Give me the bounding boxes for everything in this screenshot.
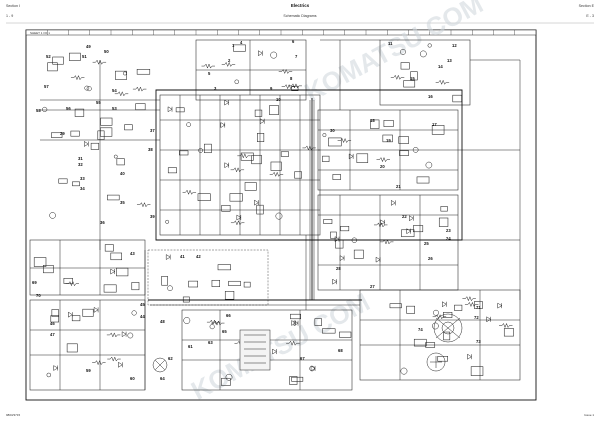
callout-number: 8 <box>290 76 293 81</box>
callout-number: 64 <box>160 376 165 381</box>
callout-number: 20 <box>380 164 385 169</box>
footer-right: Issue 1 <box>584 413 594 417</box>
callout-number: 6 <box>292 39 295 44</box>
callout-number: 3 <box>214 86 217 91</box>
callout-number: 70 <box>36 293 41 298</box>
callout-number: 40 <box>120 171 125 176</box>
callout-number: 36 <box>100 220 105 225</box>
callout-number: 33 <box>80 176 85 181</box>
callout-number: 43 <box>130 251 135 256</box>
callout-number: 30 <box>330 128 335 133</box>
callout-number: 7 <box>295 54 298 59</box>
callout-number: 22 <box>402 214 407 219</box>
callout-number: 31 <box>78 156 83 161</box>
callout-number: 65 <box>222 329 227 334</box>
callout-number: 1 <box>232 43 235 48</box>
drawing-frame: SHEET 1 OF 1 <box>25 29 537 401</box>
component-symbols <box>33 43 514 386</box>
callout-number: 51 <box>82 54 87 59</box>
callout-number: 34 <box>80 186 85 191</box>
callout-number: 39 <box>150 214 155 219</box>
callout-number: 21 <box>396 184 401 189</box>
callout-number: 58 <box>36 108 41 113</box>
callout-number: 47 <box>50 332 55 337</box>
callout-number: 66 <box>226 313 231 318</box>
callout-number: 35 <box>120 200 125 205</box>
callout-number: 56 <box>66 106 71 111</box>
callout-number: 62 <box>168 356 173 361</box>
callout-number: 24 <box>446 236 451 241</box>
bulb-symbol <box>152 357 168 373</box>
callout-number: 73 <box>476 339 481 344</box>
callout-number: 44 <box>140 314 145 319</box>
callout-number: 5 <box>208 71 211 76</box>
callout-number: 18 <box>370 118 375 123</box>
callout-number: 68 <box>338 348 343 353</box>
callout-number: 23 <box>446 228 451 233</box>
callout-number: 28 <box>336 266 341 271</box>
callout-number: 74 <box>418 327 423 332</box>
callout-number: 14 <box>438 64 443 69</box>
callout-number: 13 <box>447 58 452 63</box>
callout-number: 19 <box>386 138 391 143</box>
callout-number: 9 <box>270 86 273 91</box>
pump-symbol <box>433 313 463 343</box>
header-left-bottom: 1 - 9 <box>6 14 14 18</box>
callout-number: 29 <box>60 131 65 136</box>
callout-number: 11 <box>388 41 393 46</box>
callout-number: 4 <box>240 40 243 45</box>
callout-number: 38 <box>148 147 153 152</box>
footer-left: 9803/3715 <box>6 413 21 417</box>
callout-number: 26 <box>428 256 433 261</box>
callout-number: 57 <box>44 84 49 89</box>
callout-number: 67 <box>300 356 305 361</box>
callout-number: 49 <box>86 44 91 49</box>
callout-number: 54 <box>112 88 117 93</box>
callout-number: 69 <box>32 280 37 285</box>
callout-number: 42 <box>196 254 201 259</box>
header-right-top: Section E <box>578 4 594 8</box>
callout-number: 60 <box>130 376 135 381</box>
callout-number: 52 <box>46 54 51 59</box>
callout-number: 37 <box>150 128 155 133</box>
callout-number: 27 <box>370 284 375 289</box>
header-right-bottom: E - 3 <box>586 14 594 18</box>
callout-number: 55 <box>96 100 101 105</box>
callout-number: 61 <box>188 344 193 349</box>
callout-number: 16 <box>428 94 433 99</box>
callout-number: 15 <box>410 76 415 81</box>
callout-number: 59 <box>86 368 91 373</box>
header-title: Electrics <box>290 3 310 8</box>
callout-number: 53 <box>112 106 117 111</box>
callout-number: 63 <box>208 340 213 345</box>
callout-number: 25 <box>424 241 429 246</box>
frame-label: SHEET 1 OF 1 <box>30 31 50 35</box>
callout-number: 10 <box>276 97 281 102</box>
callout-number: 50 <box>104 49 109 54</box>
switch-bank <box>239 329 271 371</box>
callout-number: 2 <box>228 58 231 63</box>
svg-text:KOMATSU COM: KOMATSU COM <box>186 287 374 406</box>
header-left-top: Section I <box>6 4 20 8</box>
callout-number: 17 <box>432 122 437 127</box>
callout-number: 45 <box>140 302 145 307</box>
callout-number: 48 <box>160 319 165 324</box>
callout-number: 46 <box>50 321 55 326</box>
callout-number: 12 <box>452 43 457 48</box>
svg-text:KOMATSU COM: KOMATSU COM <box>299 0 487 108</box>
callout-number: 41 <box>180 254 185 259</box>
header-subtitle: Schematic Diagrams <box>283 14 317 18</box>
callout-number: 71 <box>476 305 481 310</box>
alternator-symbol <box>426 352 446 372</box>
callout-number: 72 <box>474 315 479 320</box>
callout-number: 32 <box>78 162 83 167</box>
